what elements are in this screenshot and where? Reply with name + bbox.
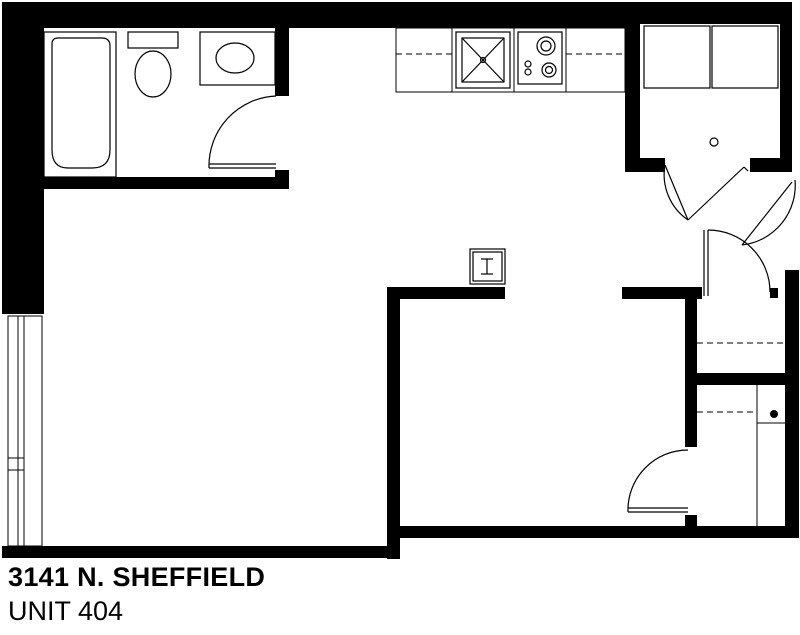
outlet-icon [770, 410, 793, 418]
floor-plan [2, 2, 799, 559]
laundry-doors [663, 164, 796, 246]
bathroom-door [208, 95, 277, 169]
closet-door-lower [627, 449, 689, 513]
dryer-icon [711, 25, 779, 89]
closet-lower [697, 385, 785, 526]
kitchen-sink-icon [455, 31, 511, 89]
kitchen-counter [395, 27, 626, 93]
sink-icon [199, 31, 276, 86]
toilet-icon [127, 31, 179, 98]
column-icon [469, 248, 506, 285]
address-title: 3141 N. SHEFFIELD [8, 562, 266, 592]
floor-drain-icon [709, 137, 719, 147]
closet-door-upper [703, 229, 771, 296]
window-left [7, 315, 43, 547]
bathtub-icon [43, 31, 117, 178]
walls [2, 2, 799, 559]
unit-label: UNIT 404 [8, 596, 124, 626]
cooktop-icon [517, 31, 563, 85]
washer-icon [643, 25, 711, 89]
